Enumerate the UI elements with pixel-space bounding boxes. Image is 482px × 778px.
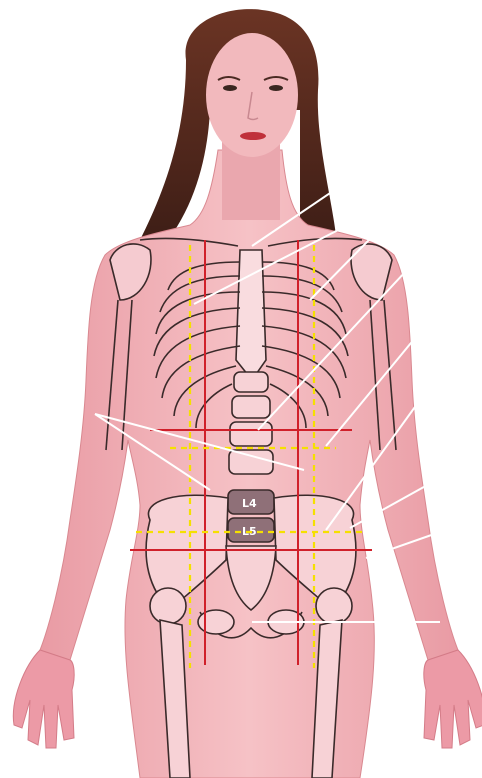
right-hand xyxy=(424,650,482,748)
left-femoral-head xyxy=(150,588,186,624)
left-eye xyxy=(223,85,237,91)
left-hand xyxy=(13,650,74,748)
right-eye xyxy=(269,85,283,91)
right-femoral-head xyxy=(316,588,352,624)
left-obturator xyxy=(198,610,234,634)
lips xyxy=(240,132,266,140)
vertebra-label-l4: L4 xyxy=(242,497,257,510)
